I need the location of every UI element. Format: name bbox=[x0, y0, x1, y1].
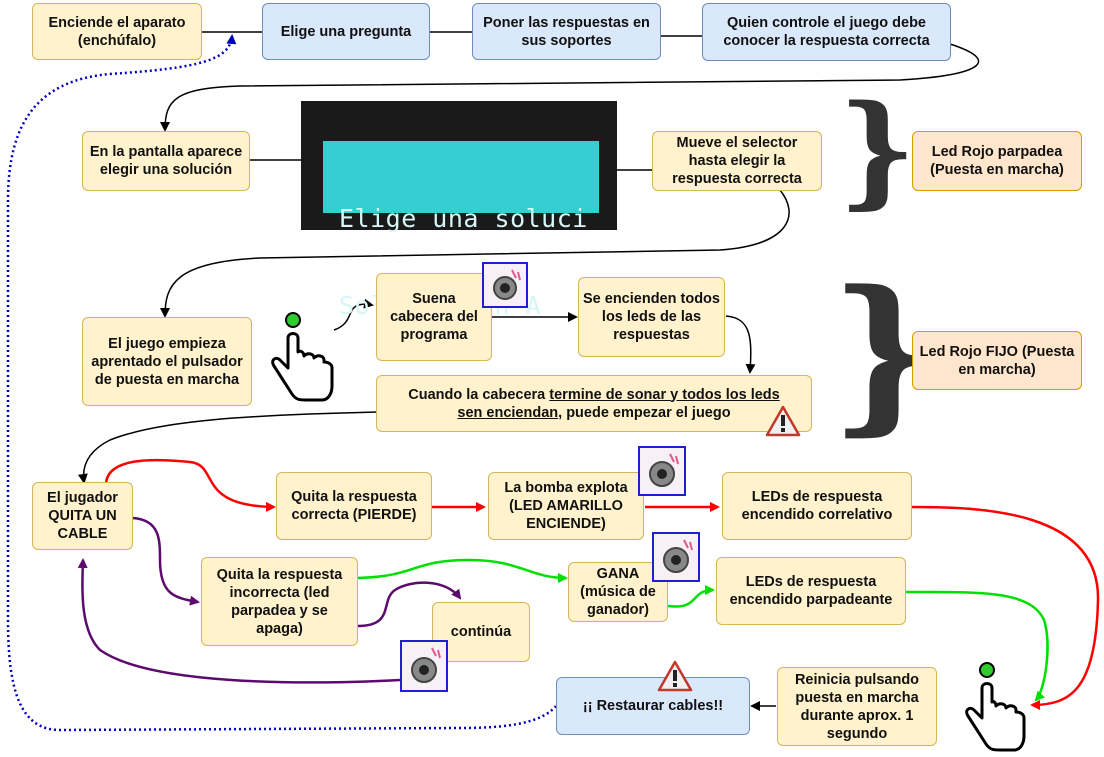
node-jugador: El jugador QUITA UN CABLE bbox=[32, 482, 133, 550]
cabecera-suffix: , puede empezar el juego bbox=[558, 404, 731, 421]
edge-leds-cabecera bbox=[725, 315, 756, 374]
node-pantalla: En la pantalla aparece elegir una soluci… bbox=[82, 131, 250, 191]
cabecera-underlined-1: termine de sonar y todos los leds bbox=[549, 386, 780, 403]
edge-leds-hand bbox=[911, 505, 1100, 710]
edge-hand-suena bbox=[333, 298, 374, 331]
cabecera-underlined-2: sen enciendan bbox=[457, 404, 559, 421]
lcd-screen: Elige una soluci Solucion en A bbox=[323, 141, 599, 320]
hand-pointer-icon bbox=[266, 310, 334, 402]
speaker-icon bbox=[482, 262, 528, 308]
edge-quien-pantalla bbox=[160, 43, 980, 132]
node-se-encienden: Se encienden todos los leds de las respu… bbox=[578, 277, 725, 357]
edge-jugador-quita-incorrecta bbox=[132, 516, 200, 606]
speaker-icon bbox=[638, 446, 686, 496]
node-suena: Suena cabecera del programa bbox=[376, 273, 492, 361]
brace-icon: } bbox=[838, 77, 917, 221]
node-led-rojo-fijo: Led Rojo FIJO (Puesta en marcha) bbox=[912, 331, 1082, 390]
speaker-icon bbox=[652, 532, 700, 582]
node-quita-correcta: Quita la respuesta correcta (PIERDE) bbox=[276, 472, 432, 540]
node-quita-incorrecta: Quita la respuesta incorrecta (led parpa… bbox=[201, 557, 358, 646]
edge-continua-jugador bbox=[77, 558, 401, 684]
node-continua: continúa bbox=[432, 602, 530, 662]
edge-incorrecta-continua bbox=[357, 581, 462, 628]
node-poner: Poner las respuestas en sus soportes bbox=[472, 3, 661, 60]
warning-icon bbox=[765, 405, 801, 437]
node-gana: GANA (música de ganador) bbox=[568, 562, 668, 622]
node-led-rojo-parpadea: Led Rojo parpadea (Puesta en marcha) bbox=[912, 131, 1082, 191]
node-quien: Quien controle el juego debe conocer la … bbox=[702, 3, 951, 61]
edge-incorrecta-gana bbox=[357, 558, 568, 583]
node-elige: Elige una pregunta bbox=[262, 3, 430, 60]
node-leds-parpadeante: LEDs de respuesta encendido parpadeante bbox=[716, 557, 906, 625]
edge-jugador-quita-correcta bbox=[104, 458, 276, 512]
node-juego-empieza: El juego empieza aprentado el pulsador d… bbox=[82, 317, 252, 406]
node-bomba: La bomba explota (LED AMARILLO ENCIENDE) bbox=[488, 472, 644, 540]
hand-pointer-icon bbox=[958, 660, 1026, 752]
node-cabecera: Cuando la cabecera termine de sonar y to… bbox=[376, 375, 812, 432]
edge-leds-parpadeante-hand bbox=[905, 590, 1049, 702]
edge-cabecera-jugador bbox=[77, 411, 379, 484]
node-leds-correlativo: LEDs de respuesta encendido correlativo bbox=[722, 472, 912, 540]
edge-gana-leds bbox=[667, 585, 715, 608]
node-restaurar: ¡¡ Restaurar cables!! bbox=[556, 677, 750, 735]
node-mueve: Mueve el selector hasta elegir la respue… bbox=[652, 131, 822, 191]
cabecera-prefix: Cuando la cabecera bbox=[408, 386, 550, 403]
lcd-display: Elige una soluci Solucion en A bbox=[301, 101, 617, 320]
edge-mueve-juego bbox=[160, 189, 790, 318]
warning-icon bbox=[657, 660, 693, 692]
speaker-icon bbox=[400, 640, 448, 692]
node-reinicia: Reinicia pulsando puesta en marcha duran… bbox=[777, 667, 937, 746]
node-enciende: Enciende el aparato (enchúfalo) bbox=[32, 3, 202, 60]
lcd-line-1: Elige una soluci bbox=[339, 204, 588, 233]
